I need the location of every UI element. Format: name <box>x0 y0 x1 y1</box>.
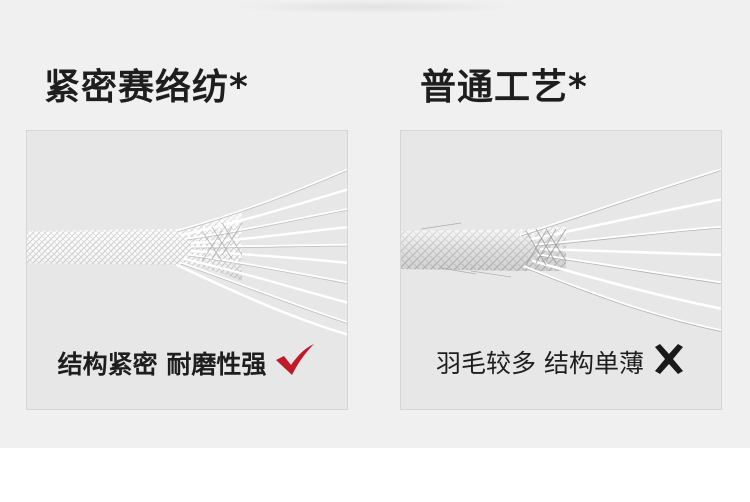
top-shadow <box>230 0 520 14</box>
normal-yarn-panel: 羽毛较多 结构单薄 <box>400 130 722 410</box>
comparison-stage: 紧密赛络纺* 普通工艺* <box>0 0 750 448</box>
normal-yarn-caption-text: 羽毛较多 结构单薄 <box>436 349 644 378</box>
normal-yarn-caption: 羽毛较多 结构单薄 <box>401 343 721 381</box>
normal-process-title: 普通工艺* <box>420 67 588 108</box>
compact-siro-title: 紧密赛络纺* <box>44 67 249 108</box>
normal-yarn-illustration <box>401 168 721 332</box>
cross-icon <box>652 343 686 381</box>
compact-yarn-caption: 结构紧密 耐磨性强 <box>27 343 347 383</box>
compact-yarn-illustration <box>27 168 347 336</box>
checkmark-icon <box>274 343 316 383</box>
compact-yarn-panel: 结构紧密 耐磨性强 <box>26 130 348 410</box>
compact-yarn-caption-text: 结构紧密 耐磨性强 <box>57 350 267 379</box>
